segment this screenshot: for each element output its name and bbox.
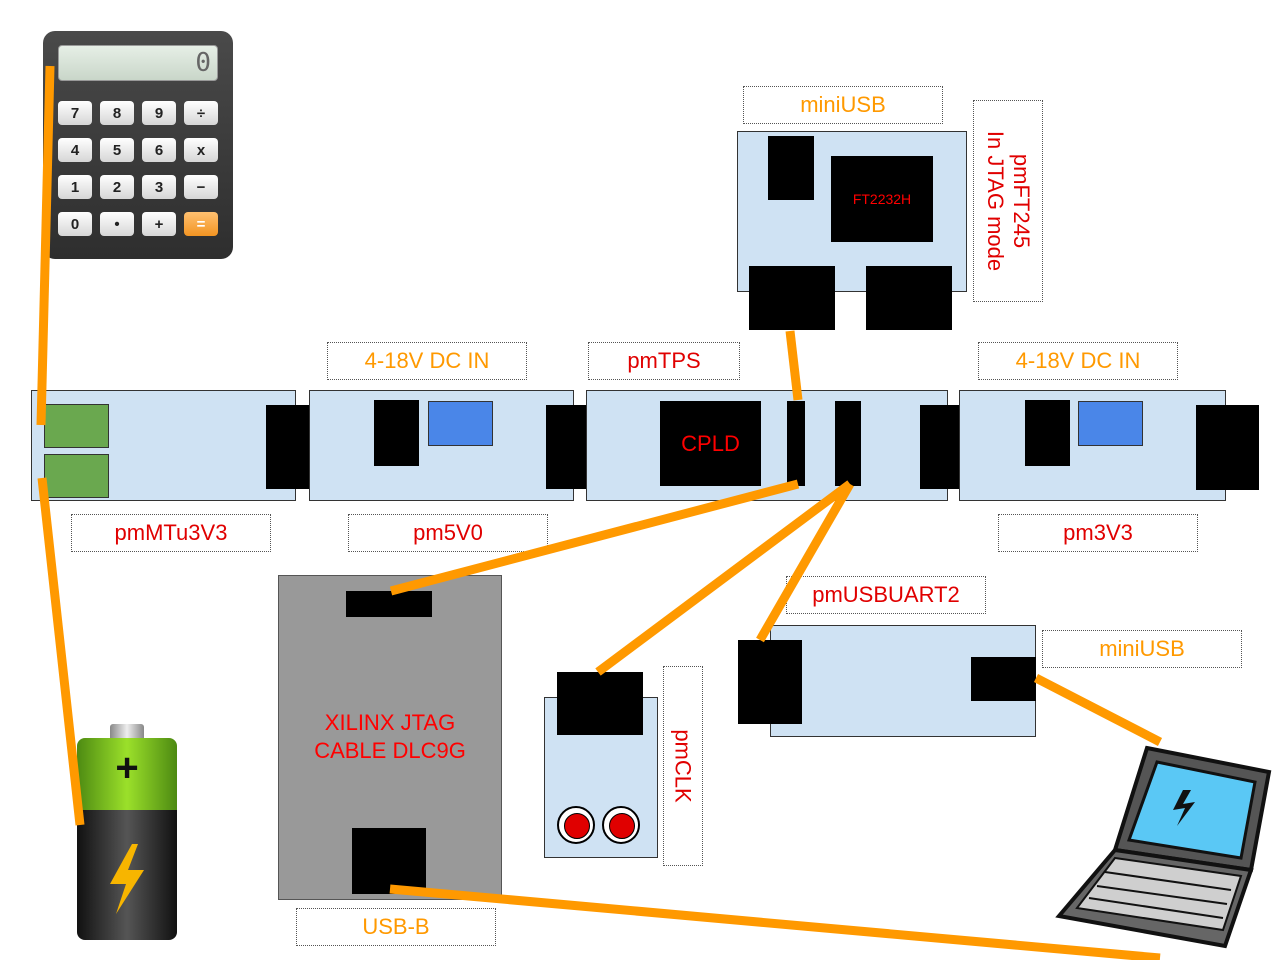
- wire-pmclk-to-pmtps: [595, 480, 853, 676]
- pm3v3-regulator: [1025, 400, 1070, 466]
- pmusbuart2-board: [770, 625, 1036, 737]
- pmusbuart2-header: [738, 640, 802, 724]
- calculator-key: 7: [58, 101, 92, 125]
- calculator-key: =: [184, 212, 218, 236]
- calculator-display: 0: [58, 45, 218, 81]
- calculator-key: −: [184, 175, 218, 199]
- pm5v0-regulator: [374, 400, 419, 466]
- pmft245-header-right: [866, 266, 952, 330]
- pmtps-uart-header: [835, 401, 861, 486]
- pm3v3-header: [1196, 405, 1259, 490]
- pmusbuart2-label: pmUSBUART2: [786, 576, 986, 614]
- calculator-key: 4: [58, 138, 92, 162]
- pmclk-label: pmCLK: [663, 666, 703, 866]
- pmft245-miniusb-label: miniUSB: [743, 86, 943, 124]
- usb-b-port: [352, 828, 426, 894]
- cpld-label: CPLD: [681, 430, 740, 456]
- pm5v0-label: pm5V0: [348, 514, 548, 552]
- wire-board-to-battery: [37, 477, 85, 826]
- calculator-key: 1: [58, 175, 92, 199]
- pmft245-connector: [768, 136, 814, 200]
- pmft245-header-left: [749, 266, 835, 330]
- battery-plus: +: [115, 746, 139, 790]
- jtag-title-line2: CABLE DLC9G: [314, 738, 466, 763]
- pmtps-board: [586, 390, 948, 501]
- cpld-chip: CPLD: [660, 401, 761, 486]
- lightning-icon: [110, 844, 144, 914]
- green-connector-top: [44, 404, 109, 448]
- calculator-key: ÷: [184, 101, 218, 125]
- pmclk-header: [557, 672, 643, 735]
- laptop-icon: [1055, 745, 1272, 949]
- pmusbuart2-miniusb-port: [971, 657, 1036, 701]
- pmclk-button-right: [602, 806, 640, 844]
- pm3v3-label: pm3V3: [998, 514, 1198, 552]
- calculator-key: 9: [142, 101, 176, 125]
- calculator-display-value: 0: [195, 48, 211, 78]
- wire-calc-to-board: [36, 65, 55, 426]
- wire-jtag-to-pmtps: [389, 479, 800, 596]
- jtag-title-line1: XILINX JTAG: [324, 710, 456, 735]
- calculator-key: •: [100, 212, 134, 236]
- jtag-header: [346, 591, 432, 617]
- calculator-key: x: [184, 138, 218, 162]
- wire-uart-to-pmtps: [756, 481, 854, 643]
- pm5v0-chip: [428, 401, 493, 446]
- ft2232h-chip: FT2232H: [831, 156, 933, 242]
- calculator-key: 6: [142, 138, 176, 162]
- pmclk-button-left: [557, 806, 595, 844]
- uart-miniusb-label: miniUSB: [1042, 630, 1242, 668]
- dc-in-label-right: 4-18V DC IN: [978, 342, 1178, 380]
- calculator-key: 5: [100, 138, 134, 162]
- calculator-key: 8: [100, 101, 134, 125]
- pmmtu3v3-label: pmMTu3V3: [71, 514, 271, 552]
- pm3v3-chip: [1078, 401, 1143, 446]
- jtag-title: XILINX JTAG CABLE DLC9G: [278, 709, 502, 765]
- wire-uart-to-laptop: [1033, 674, 1163, 746]
- green-connector-bottom: [44, 454, 109, 498]
- wire-usbb-to-laptop: [389, 884, 1161, 960]
- pmtps-label: pmTPS: [588, 342, 740, 380]
- wire-ft245-to-pmtps: [785, 330, 803, 401]
- calculator-key: 3: [142, 175, 176, 199]
- calculator-key: 2: [100, 175, 134, 199]
- ft2232h-label: FT2232H: [852, 191, 912, 207]
- calculator-key: +: [142, 212, 176, 236]
- calculator-key: 0: [58, 212, 92, 236]
- usb-b-label: USB-B: [296, 908, 496, 946]
- battery-icon: +: [62, 724, 192, 960]
- pmft245-name-label: pmFT245 In JTAG mode: [973, 100, 1043, 302]
- dc-in-label-left: 4-18V DC IN: [327, 342, 527, 380]
- pmtps-jtag-header: [787, 401, 805, 486]
